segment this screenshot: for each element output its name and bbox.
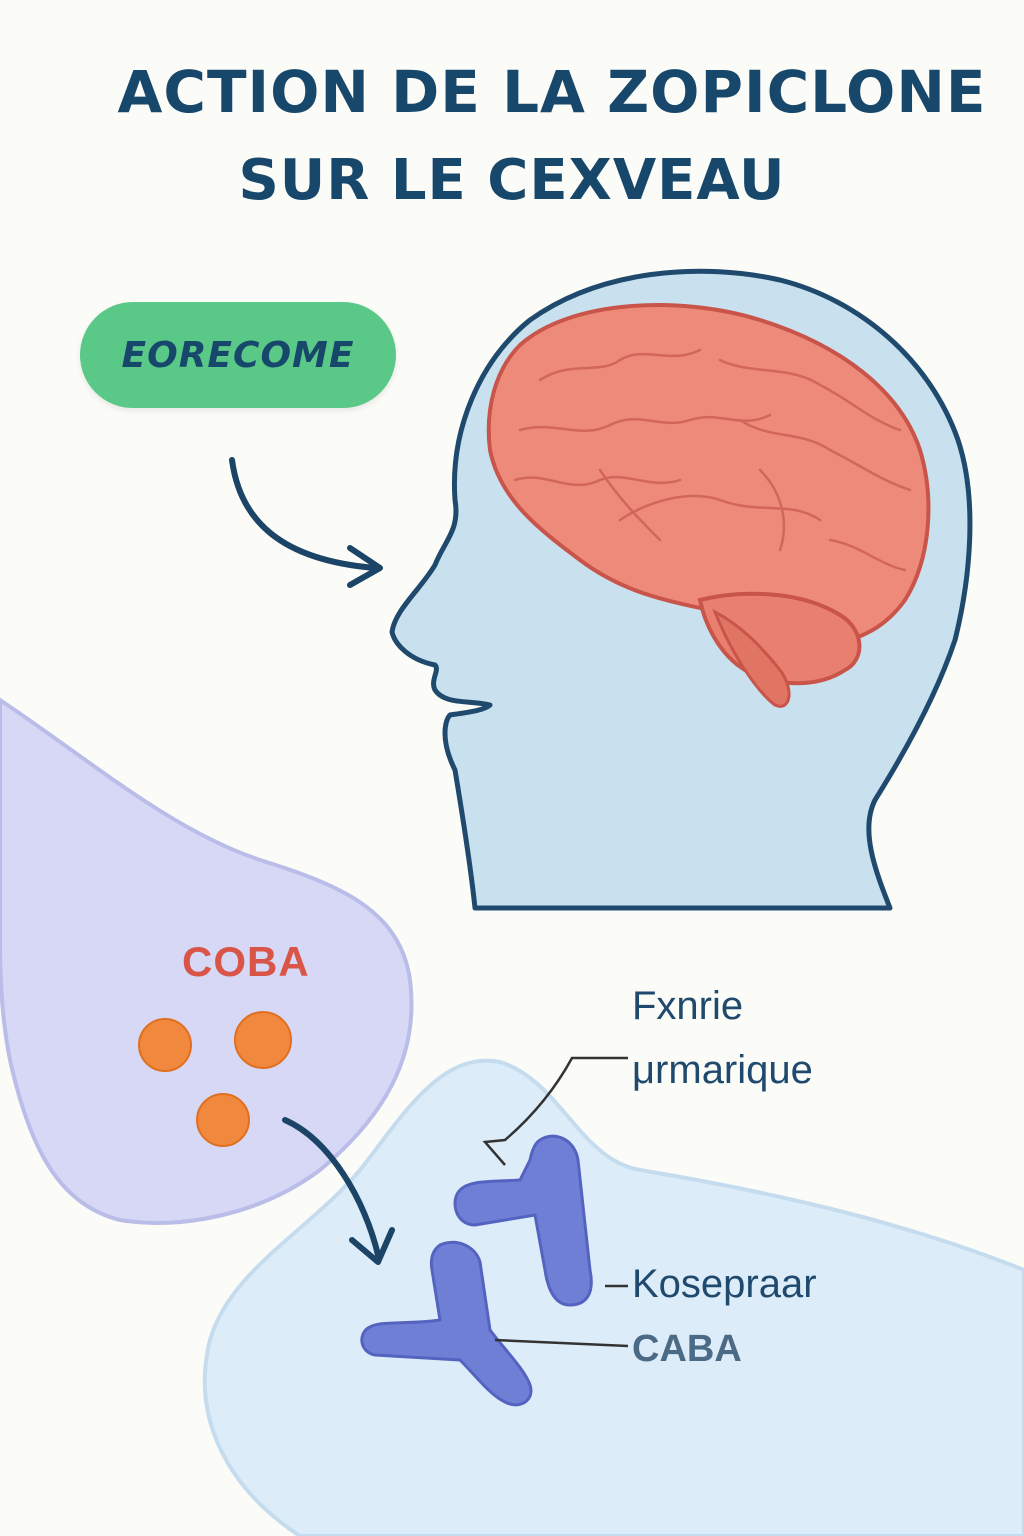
drug-pill-label: EORECOME — [121, 334, 355, 376]
arrow-icon — [229, 457, 378, 571]
site-leader-line — [482, 1056, 628, 1166]
receptor-icon — [453, 1134, 593, 1307]
site-label-line-2: μrmarique — [632, 1048, 813, 1092]
title-line-2: SUR LE CEXVEAU — [238, 148, 786, 213]
brain-icon — [486, 303, 931, 708]
drug-pill: EORECOME — [80, 302, 396, 408]
molecule-icon — [138, 1018, 192, 1072]
receptor-sub-label: CABA — [632, 1328, 742, 1370]
molecule-icon — [196, 1093, 250, 1147]
postsynaptic-neuron — [202, 1058, 1024, 1536]
receptor-label: Kosepraar — [632, 1262, 817, 1306]
neurotransmitter-label: COBA — [182, 938, 310, 985]
arrow-head — [347, 545, 383, 588]
molecule-icon — [234, 1011, 292, 1069]
release-arrow — [282, 1117, 381, 1258]
receptor-icon — [360, 1240, 533, 1407]
title-line-1: ACTION DE LA ZOPICLONE — [117, 58, 987, 126]
site-label-line-1: Fxnrie — [632, 984, 744, 1028]
presynaptic-neuron — [0, 697, 414, 1225]
caba-leader-line — [494, 1338, 629, 1348]
release-arrow-head — [349, 1227, 395, 1265]
